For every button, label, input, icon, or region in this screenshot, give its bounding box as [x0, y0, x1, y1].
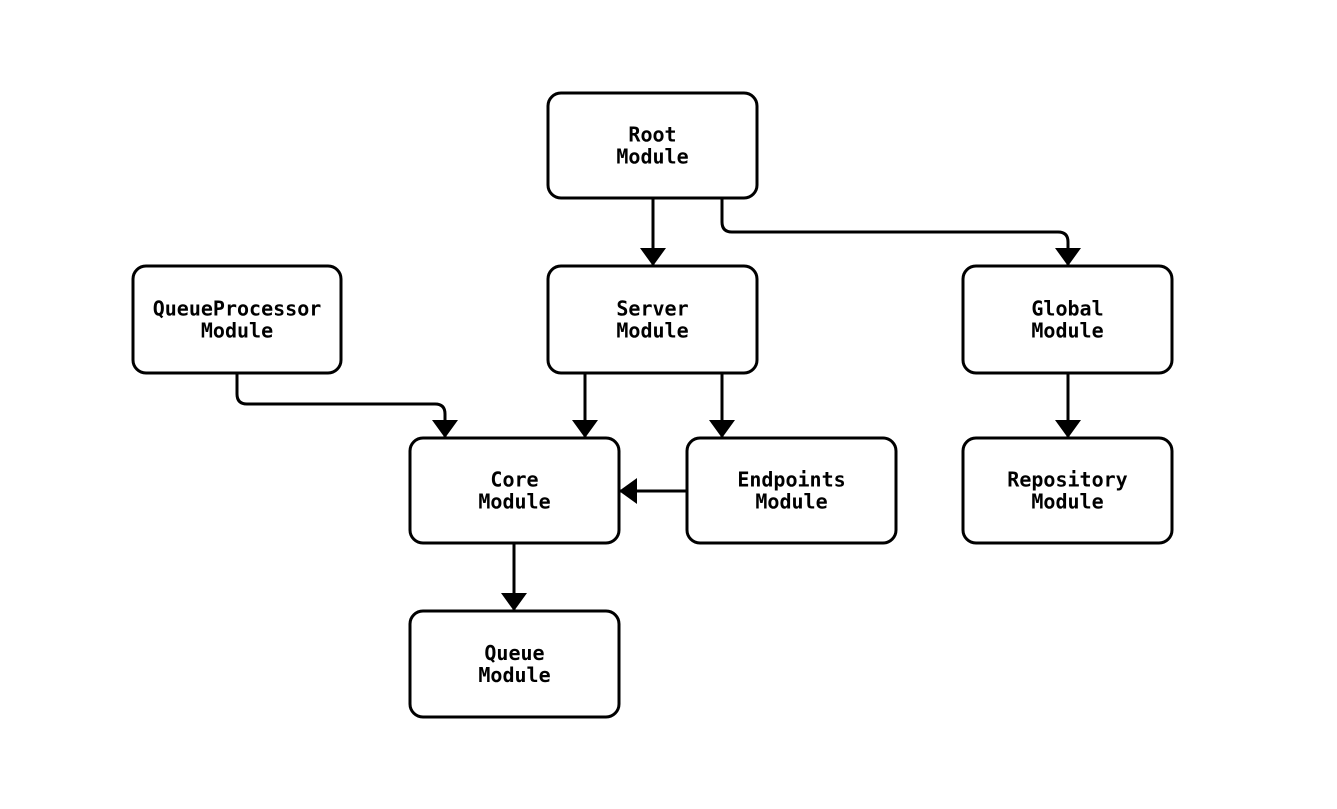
edge-server-to-endpoints [709, 373, 735, 438]
arrowhead-icon [501, 593, 527, 611]
edge-server-to-core [572, 373, 598, 438]
edge-endpoints-to-core [619, 478, 687, 504]
edge-line [720, 198, 1070, 266]
arrowhead-icon [1055, 420, 1081, 438]
node-server-box [546, 264, 759, 375]
edge-queueprocessor-to-core [235, 373, 458, 438]
arrowhead-icon [640, 248, 666, 266]
arrowhead-icon [709, 420, 735, 438]
edge-global-to-repository [1055, 373, 1081, 438]
arrowhead-icon [572, 420, 598, 438]
edge-line [235, 373, 447, 438]
arrowhead-icon [1055, 248, 1081, 266]
arrowhead-icon [619, 478, 637, 504]
node-core-box [408, 436, 621, 545]
node-root-box [546, 91, 759, 200]
node-endpoints-box [685, 436, 898, 545]
node-repository-box [961, 436, 1174, 545]
node-global-box [961, 264, 1174, 375]
edge-root-to-server [640, 198, 666, 266]
node-queueprocessor-box [131, 264, 343, 375]
arrowhead-icon [432, 420, 458, 438]
edge-core-to-queue [501, 543, 527, 611]
edge-root-to-global [720, 198, 1081, 266]
node-queue-box [408, 609, 621, 719]
